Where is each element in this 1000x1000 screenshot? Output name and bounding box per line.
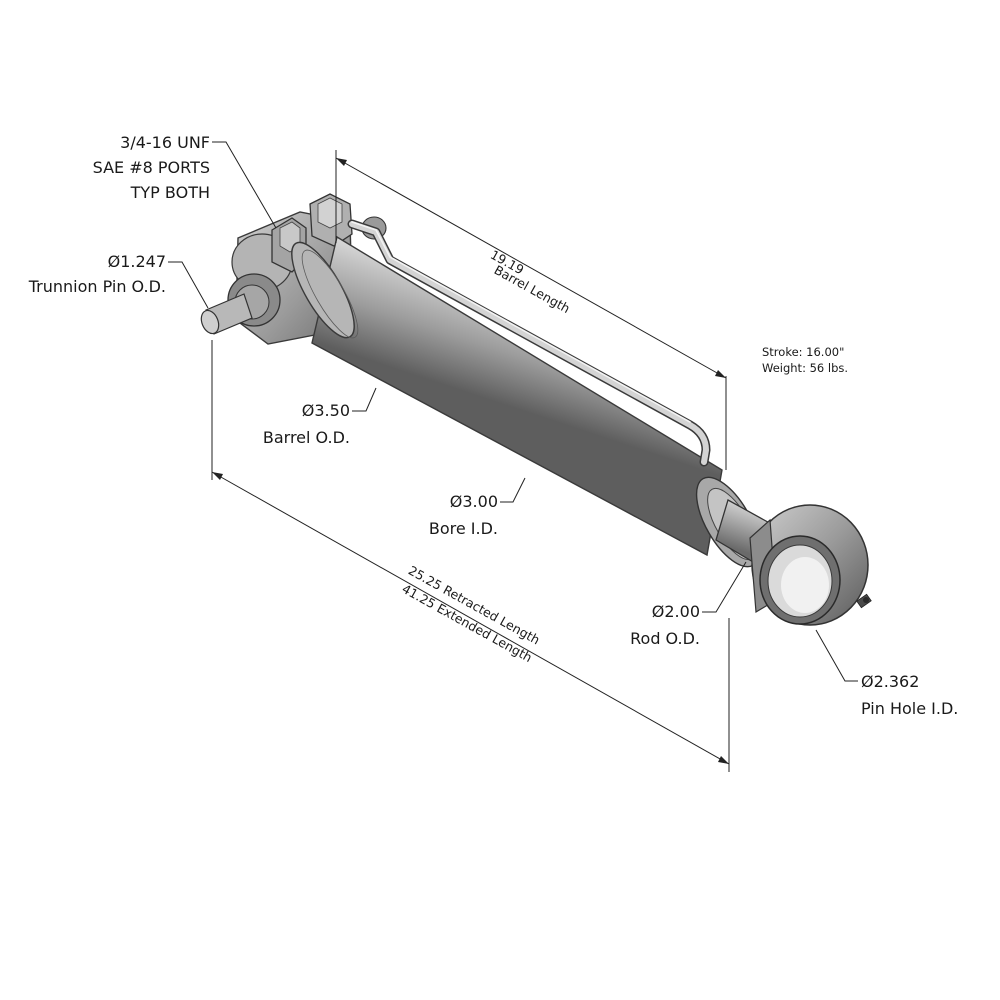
- rod-diameter: Ø2.00: [652, 602, 700, 621]
- ports-line-3: TYP BOTH: [130, 183, 210, 202]
- barrel-od-callout: Ø3.50 Barrel O.D.: [263, 401, 350, 447]
- ports-line-2: SAE #8 PORTS: [93, 158, 210, 177]
- barrel-od-label: Barrel O.D.: [263, 428, 350, 447]
- bore-label: Bore I.D.: [429, 519, 498, 538]
- ports-line-1: 3/4-16 UNF: [120, 133, 210, 152]
- pin-hole-diameter: Ø2.362: [861, 672, 919, 691]
- trunnion-diameter: Ø1.247: [108, 252, 166, 271]
- pin-hole-label: Pin Hole I.D.: [861, 699, 958, 718]
- pin-hole-callout: Ø2.362 Pin Hole I.D.: [861, 672, 958, 718]
- cylinder-body: [200, 193, 872, 626]
- rod-label: Rod O.D.: [630, 629, 700, 648]
- trunnion-label: Trunnion Pin O.D.: [28, 277, 166, 296]
- pin-hole-leader: [815, 629, 858, 682]
- weight-spec: Weight: 56 lbs.: [762, 361, 848, 375]
- bore-leader: [500, 477, 526, 503]
- specs-note: Stroke: 16.00" Weight: 56 lbs.: [762, 345, 848, 375]
- barrel-od-diameter: Ø3.50: [302, 401, 350, 420]
- trunnion-leader: [168, 261, 209, 309]
- barrel-length-label: Barrel Length: [492, 262, 573, 316]
- rod-leader: [702, 561, 747, 613]
- trunnion-pin-end: [200, 309, 220, 335]
- barrel-od-leader: [352, 387, 377, 412]
- stroke-spec: Stroke: 16.00": [762, 345, 844, 359]
- bore-diameter: Ø3.00: [450, 492, 498, 511]
- rod-callout: Ø2.00 Rod O.D.: [630, 602, 700, 648]
- grease-fitting: [856, 593, 872, 609]
- ports-callout: 3/4-16 UNF SAE #8 PORTS TYP BOTH: [93, 133, 210, 202]
- bore-callout: Ø3.00 Bore I.D.: [429, 492, 498, 538]
- trunnion-callout: Ø1.247 Trunnion Pin O.D.: [28, 252, 166, 296]
- ports-leader: [212, 141, 277, 229]
